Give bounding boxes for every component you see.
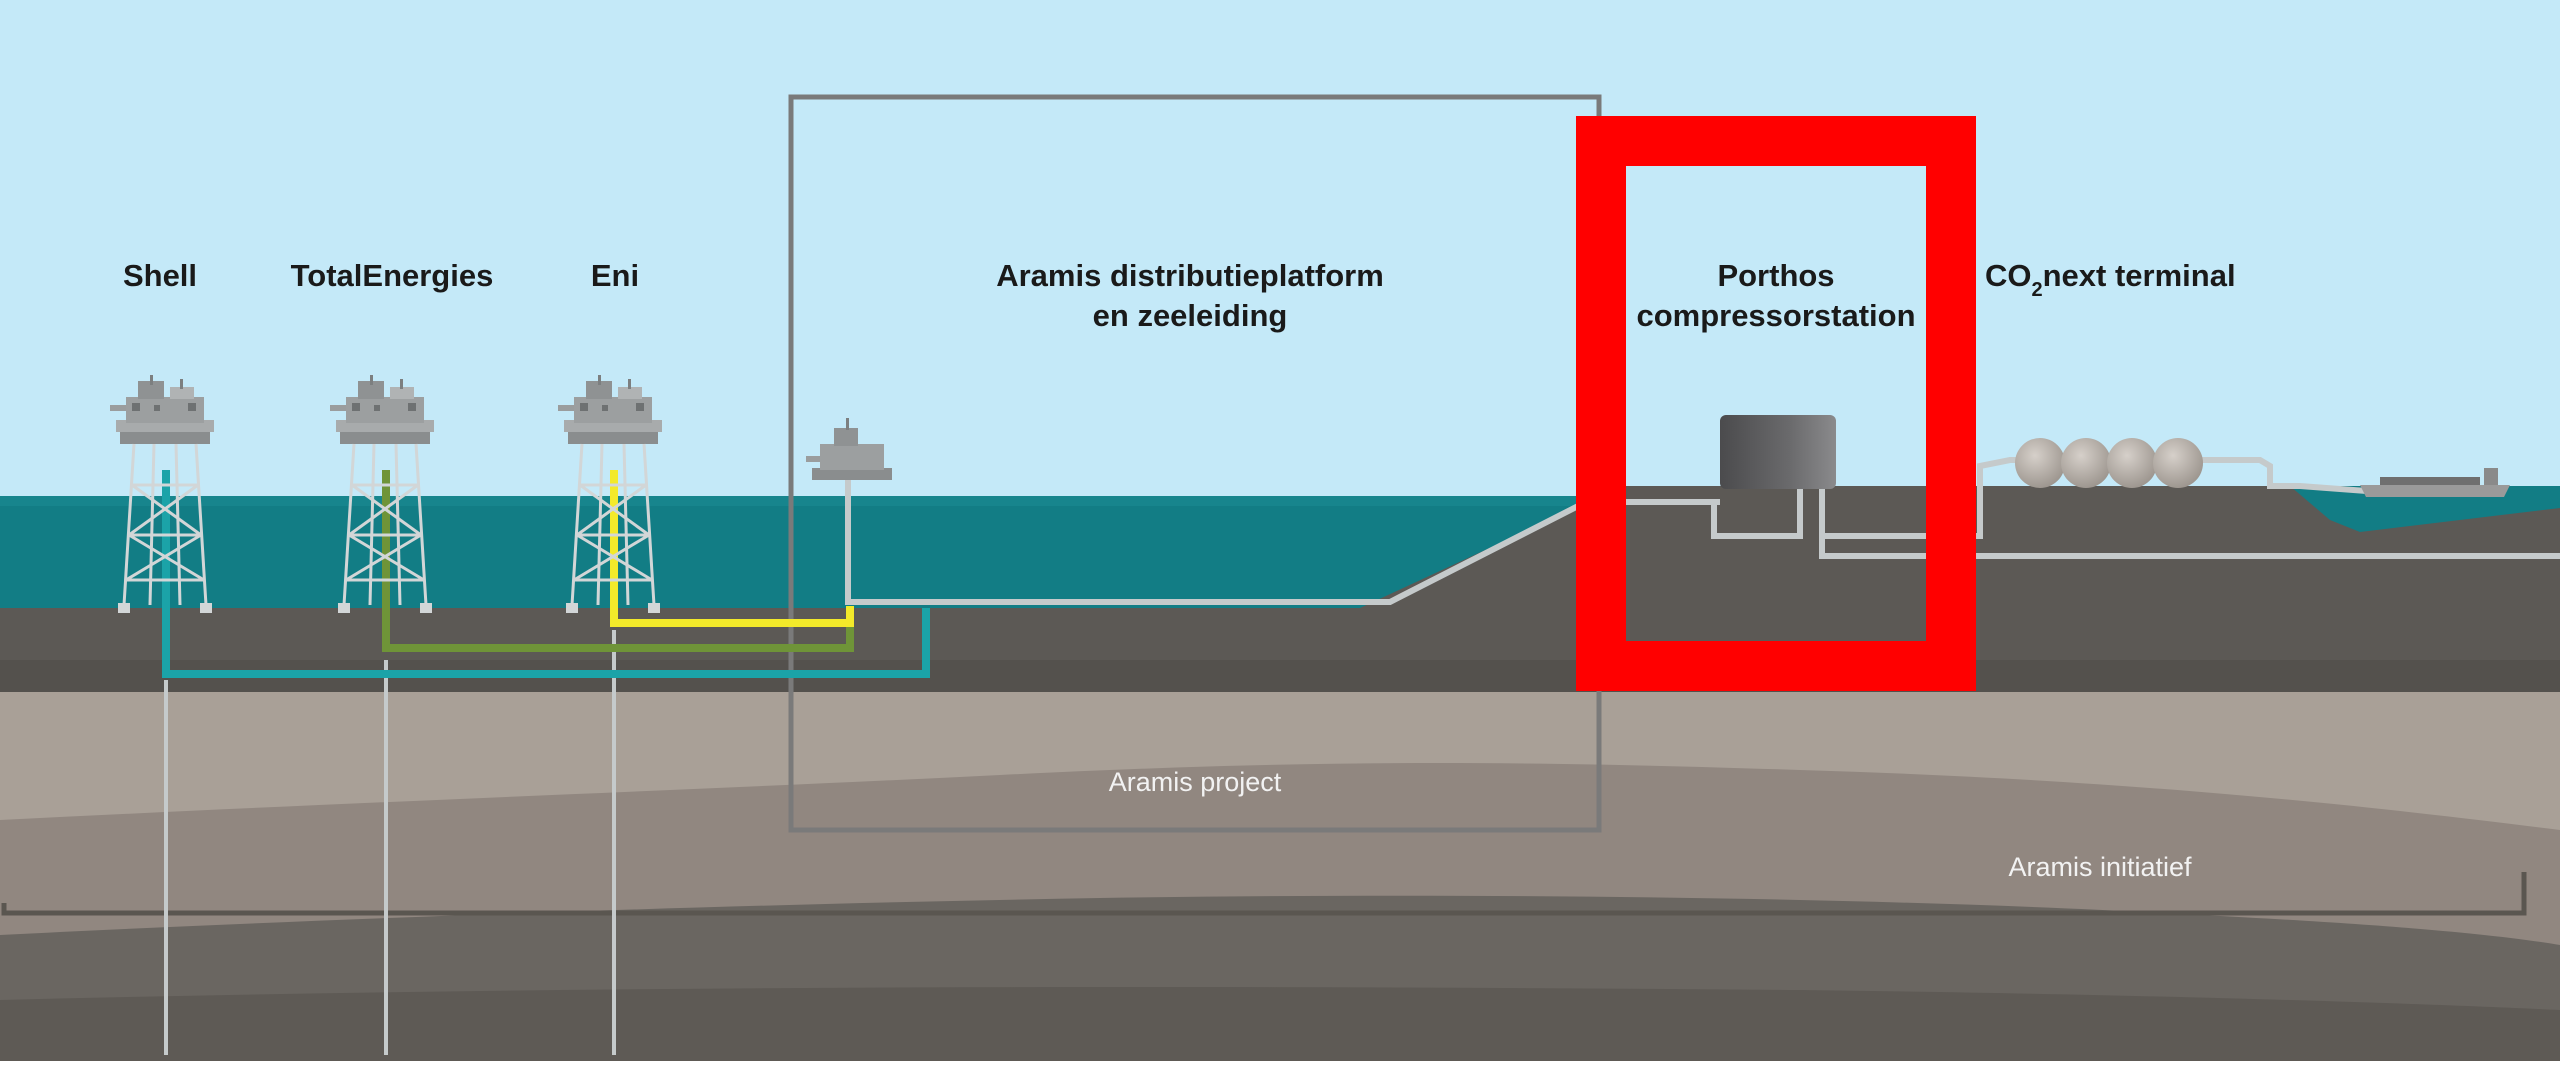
label-aramis-initiatief: Aramis initiatief <box>2008 852 2192 882</box>
label-co2next-terminal: CO2next terminal <box>1985 256 2255 301</box>
compressor-unit-icon <box>1720 415 1836 489</box>
compressor-pipe-2 <box>1819 486 2560 559</box>
aramis-initiatief-bracket <box>1 872 2527 916</box>
label-co2-suffix: next terminal <box>2042 258 2236 293</box>
pipeline-eni <box>610 470 854 627</box>
label-aramis-project: Aramis project <box>1108 767 1282 797</box>
terminal-pipe <box>1822 457 2381 539</box>
aramis-platform <box>806 418 892 602</box>
label-porthos-line2: compressorstation <box>1636 298 1916 333</box>
label-co2-subscript: 2 <box>2031 279 2043 301</box>
compressor-pipe-1 <box>1586 486 1803 539</box>
pipeline-totalenergies <box>382 470 854 652</box>
label-porthos-line1: Porthos <box>1717 258 1835 293</box>
stratum-deep <box>0 987 2560 1061</box>
tanker-ship-icon <box>2360 468 2510 497</box>
sky <box>0 0 2560 500</box>
label-shell: Shell <box>122 258 198 293</box>
pipeline-shell <box>162 470 930 678</box>
label-aramis-platform-line1: Aramis distributieplatform <box>996 258 1384 293</box>
label-totalenergies: TotalEnergies <box>290 258 494 293</box>
porthos-highlight-frame <box>1576 116 1976 691</box>
label-co2-prefix: CO <box>1985 258 2032 293</box>
ship-basin <box>2290 486 2560 532</box>
spherical-tank-icon <box>2015 438 2203 488</box>
label-aramis-platform-line2: en zeeleiding <box>1092 298 1288 333</box>
label-eni: Eni <box>590 258 640 293</box>
